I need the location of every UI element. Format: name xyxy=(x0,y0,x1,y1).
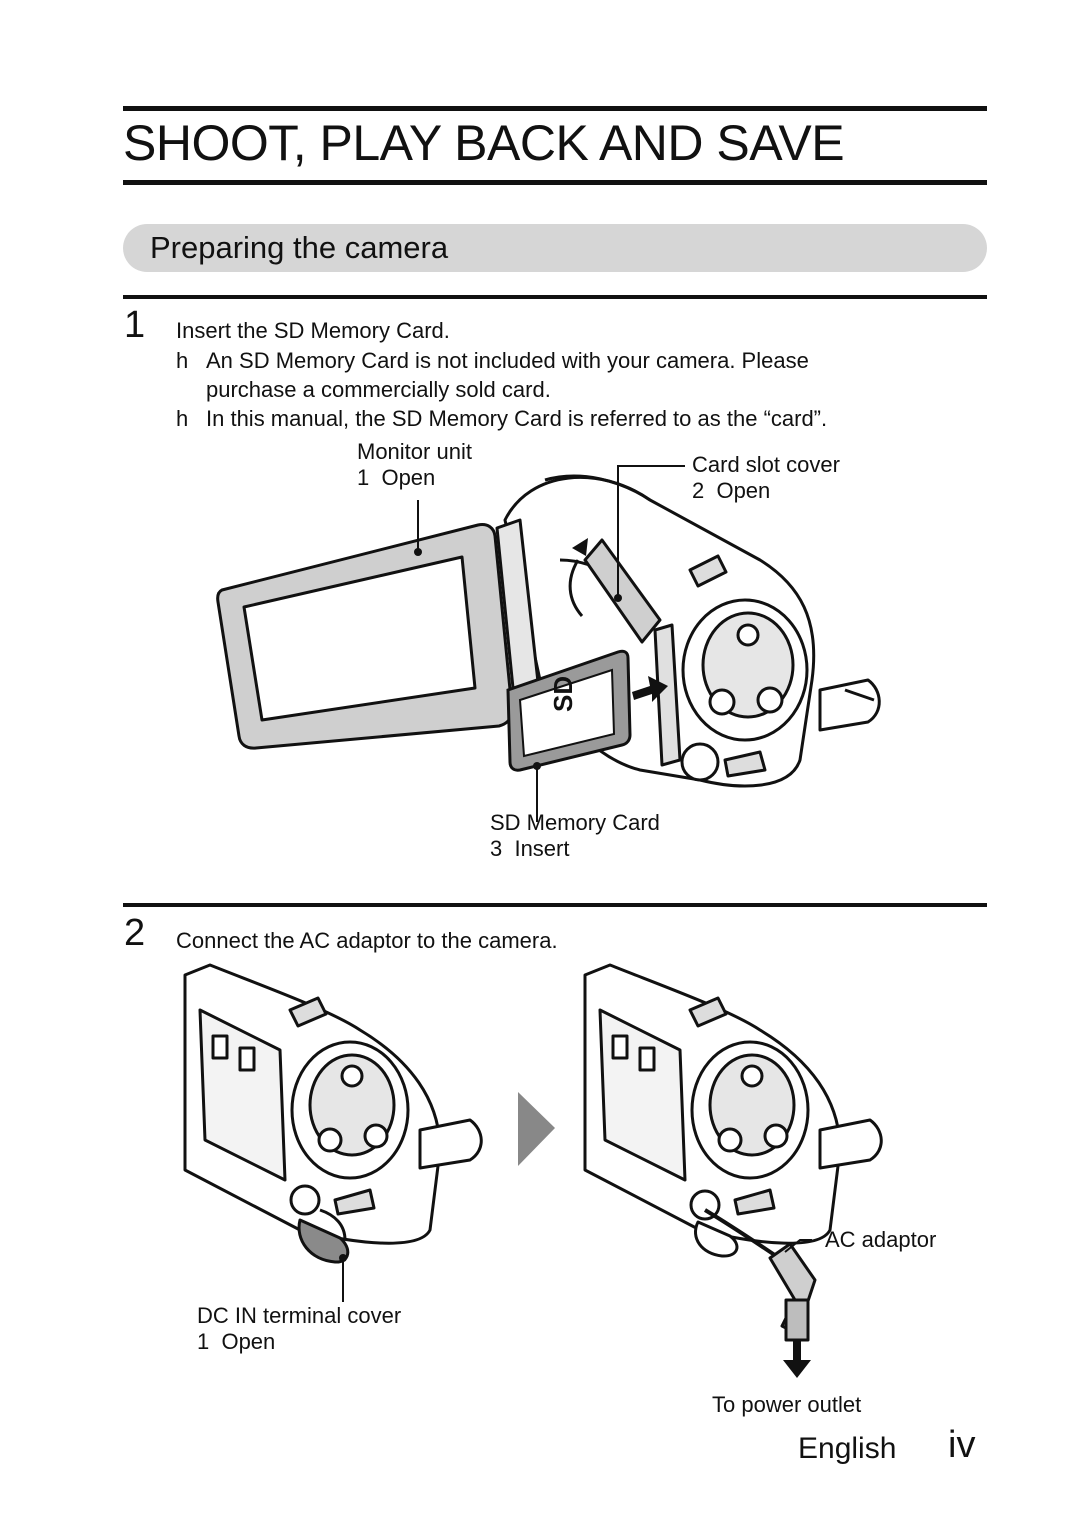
note-line: In this manual, the SD Memory Card is re… xyxy=(206,406,828,431)
dc-in-cover-label: DC IN terminal cover xyxy=(197,1303,402,1328)
monitor-unit-action: 1 Open xyxy=(357,465,436,490)
step-2-number: 2 xyxy=(124,912,146,954)
note-line: An SD Memory Card is not included with y… xyxy=(206,348,809,373)
svg-text:SD: SD xyxy=(548,676,578,712)
step-1-note-1: h An SD Memory Card is not included with… xyxy=(176,346,916,406)
play-triangle-icon xyxy=(518,1092,555,1166)
footer-language: English xyxy=(798,1432,897,1465)
arrow-right-icon xyxy=(632,676,668,702)
section-heading-bar xyxy=(123,224,987,272)
card-slot-cover-action: 2 Open xyxy=(692,478,771,503)
page-title: SHOOT, PLAY BACK AND SAVE xyxy=(123,115,845,171)
dc-in-cover-action: 1 Open xyxy=(197,1329,276,1354)
step-1-note-2: h In this manual, the SD Memory Card is … xyxy=(176,404,936,434)
step-2-text: Connect the AC adaptor to the camera. xyxy=(176,928,558,953)
ac-adaptor-label: AC adaptor xyxy=(825,1227,937,1252)
title-top-rule xyxy=(123,106,987,111)
sd-card-action: 3 Insert xyxy=(490,836,570,861)
step-1-text: Insert the SD Memory Card. xyxy=(176,318,450,343)
note-line: purchase a commercially sold card. xyxy=(206,377,551,402)
sd-card-label: SD Memory Card xyxy=(490,810,660,835)
section-title: Preparing the camera xyxy=(150,230,449,265)
sd-card-icon: SD xyxy=(506,649,632,772)
title-bottom-rule xyxy=(123,180,987,185)
page-number: iv xyxy=(948,1424,976,1466)
power-outlet-label: To power outlet xyxy=(712,1392,862,1417)
note-bullet: h xyxy=(176,348,189,373)
step-2-rule xyxy=(123,903,987,907)
arrow-down-icon xyxy=(783,1340,811,1378)
card-slot-cover-label: Card slot cover xyxy=(692,452,840,477)
note-bullet: h xyxy=(176,406,189,431)
step-1-rule xyxy=(123,295,987,299)
monitor-unit-label: Monitor unit xyxy=(357,439,472,464)
step-1-number: 1 xyxy=(124,304,146,346)
